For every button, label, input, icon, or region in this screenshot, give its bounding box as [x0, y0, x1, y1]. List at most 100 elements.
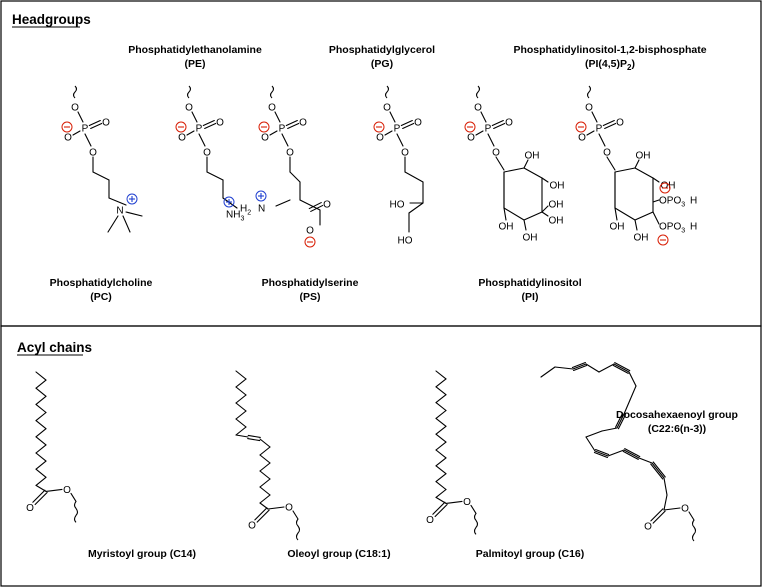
bond	[281, 133, 289, 147]
bond	[595, 448, 610, 456]
pe-label: Phosphatidylethanolamine (PE)	[128, 44, 262, 70]
bond	[35, 436, 47, 446]
bond	[247, 438, 261, 442]
bond	[623, 449, 640, 459]
bond	[235, 394, 247, 404]
bond	[491, 119, 504, 127]
bond	[235, 402, 247, 412]
bond	[585, 436, 596, 452]
bond	[435, 433, 447, 443]
bond	[292, 510, 299, 520]
negative-charge-icon	[61, 121, 73, 133]
bond	[652, 461, 666, 478]
bond	[604, 122, 617, 130]
bond	[108, 197, 127, 206]
bond	[235, 426, 247, 436]
myristoyl-label: Myristoyl group (C14)	[88, 548, 196, 560]
oxygen-atom: O	[185, 103, 193, 114]
bond	[487, 133, 495, 147]
bond	[35, 428, 47, 438]
bond	[541, 177, 549, 183]
bond	[235, 370, 247, 380]
bond	[573, 364, 588, 372]
bond	[435, 402, 447, 412]
hydroxyl-group: HO	[398, 236, 413, 247]
palmitoyl-label: Palmitoyl group (C16)	[476, 548, 585, 560]
svg-text:(PI): (PI)	[522, 291, 539, 303]
oxygen-atom: O	[492, 148, 500, 159]
bond	[435, 394, 447, 404]
negative-charge-icon	[575, 121, 587, 133]
bond	[615, 412, 624, 428]
bond	[435, 370, 447, 380]
bond	[259, 454, 271, 464]
negative-charge-icon	[304, 236, 316, 248]
bond	[90, 122, 103, 130]
attachment-wavy-bond	[691, 519, 697, 542]
bond	[70, 492, 77, 502]
bond	[634, 219, 638, 231]
bond	[591, 111, 598, 123]
oxygen-atom: O	[578, 133, 586, 144]
oxygen-atom: O	[285, 503, 293, 514]
bond	[435, 441, 447, 451]
negative-charge-icon	[373, 121, 385, 133]
oxygen-atom: O	[63, 485, 71, 496]
nitrogen-atom: N	[116, 206, 123, 217]
bond	[585, 430, 603, 438]
bond	[402, 122, 415, 130]
negative-charge-icon	[659, 182, 671, 194]
attachment-wavy-bond	[186, 85, 192, 99]
bond	[235, 378, 247, 388]
bond	[475, 130, 484, 136]
attachment-wavy-bond	[586, 85, 592, 99]
bond	[651, 462, 665, 479]
oxygen-atom: O	[71, 103, 79, 114]
bond	[92, 171, 110, 181]
bond	[432, 501, 446, 515]
oxygen-atom: O	[467, 133, 475, 144]
oxygen-atom: O	[64, 133, 72, 144]
bond	[613, 363, 630, 373]
bond	[480, 111, 487, 123]
bond	[607, 449, 625, 457]
hydroxyl-group: OH	[550, 181, 565, 192]
attachment-wavy-bond	[384, 85, 390, 99]
bond	[523, 211, 543, 221]
bond	[638, 457, 653, 464]
oxygen-atom: O	[426, 515, 434, 526]
headgroups-title: Headgroups	[12, 12, 91, 27]
bond	[34, 491, 48, 506]
pg-label: Phosphatidylglycerol (PG)	[329, 44, 435, 70]
bond	[267, 506, 285, 510]
svg-text:Phosphatidylinositol-1,2-bisph: Phosphatidylinositol-1,2-bisphosphate	[513, 44, 706, 56]
bond	[622, 450, 639, 460]
oxygen-atom: O	[414, 118, 422, 129]
oxygen-atom: O	[383, 103, 391, 114]
bond	[663, 494, 668, 511]
phosphorus-atom: P	[394, 124, 401, 135]
bond	[435, 378, 447, 388]
bond	[435, 457, 447, 467]
bond	[285, 119, 298, 127]
attachment-wavy-bond	[295, 518, 301, 541]
hydroxyl-group: OH	[661, 181, 676, 192]
bond	[617, 414, 626, 430]
bond	[35, 444, 47, 454]
bond	[308, 202, 322, 210]
bond	[202, 119, 215, 127]
bond	[541, 211, 549, 217]
bond	[493, 122, 506, 130]
bond	[663, 507, 681, 511]
bond	[310, 204, 324, 212]
pip2-label: Phosphatidylinositol-1,2-bisphosphate (P…	[513, 44, 706, 72]
phosphate-h: H	[690, 222, 697, 233]
hydroxyl-group: OH	[549, 216, 564, 227]
bond	[435, 425, 447, 435]
bond	[269, 130, 278, 136]
negative-charge-icon	[175, 121, 187, 133]
svg-text:Phosphatidylserine: Phosphatidylserine	[262, 277, 359, 289]
